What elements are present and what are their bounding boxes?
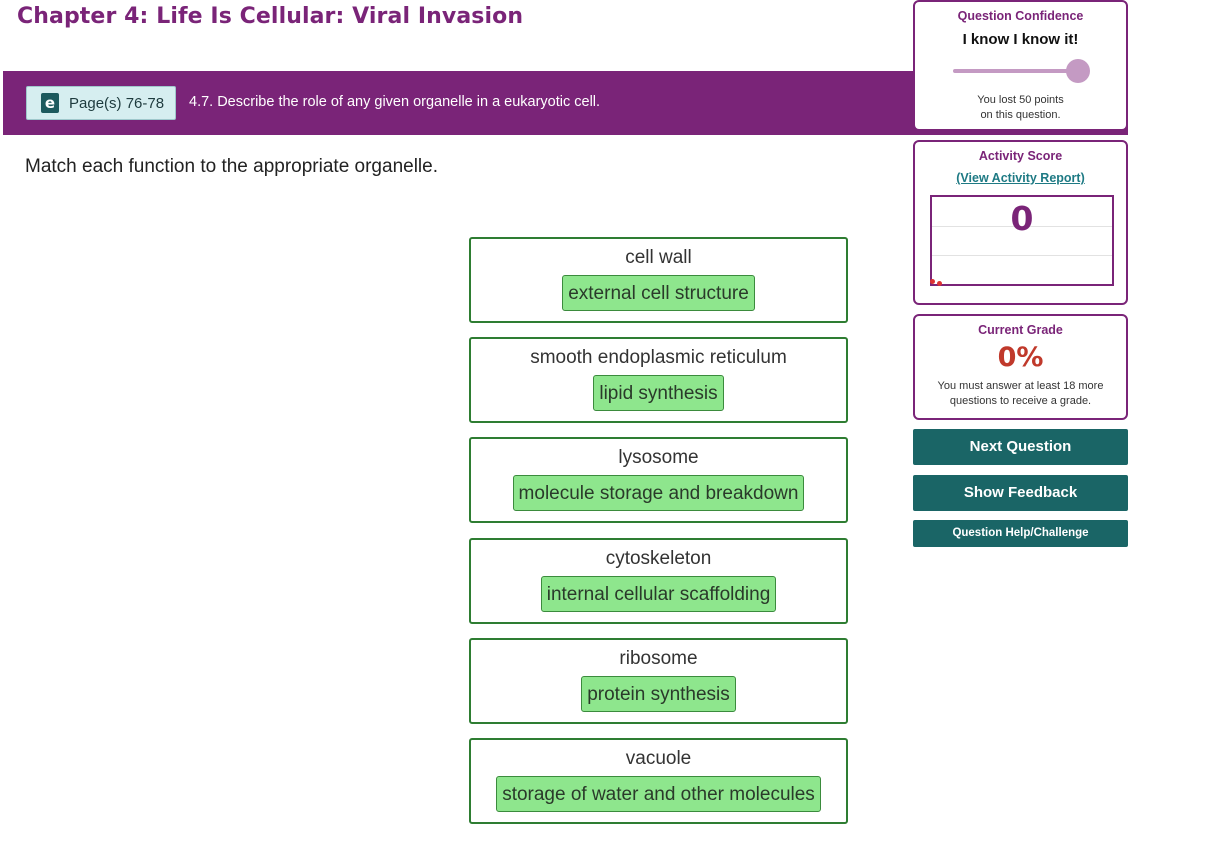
points-lost-line1: You lost 50 points xyxy=(977,94,1064,106)
function-chip[interactable]: internal cellular scaffolding xyxy=(540,576,777,612)
match-target-lysosome[interactable]: lysosome molecule storage and breakdown xyxy=(469,437,848,523)
organelle-label: smooth endoplasmic reticulum xyxy=(530,347,787,368)
activity-score-title: Activity Score xyxy=(978,149,1063,163)
ebook-pages-label: Page(s) 76-78 xyxy=(69,94,165,112)
match-target-cell-wall[interactable]: cell wall external cell structure xyxy=(469,237,848,323)
organelle-label: vacuole xyxy=(625,748,692,769)
match-target-cytoskeleton[interactable]: cytoskeleton internal cellular scaffoldi… xyxy=(469,538,848,624)
activity-score-graph: 0 xyxy=(930,195,1114,286)
current-grade-panel: Current Grade 0% You must answer at leas… xyxy=(913,314,1128,420)
graph-gridline xyxy=(932,255,1112,256)
function-chip[interactable]: external cell structure xyxy=(562,275,755,311)
question-confidence-panel: Question Confidence I know I know it! Yo… xyxy=(913,0,1128,131)
function-chip[interactable]: protein synthesis xyxy=(581,676,736,712)
points-lost-line2: on this question. xyxy=(980,109,1061,121)
learning-objective: 4.7. Describe the role of any given orga… xyxy=(189,94,601,110)
ebook-icon: e xyxy=(41,93,59,113)
points-lost-message: You lost 50 points on this question. xyxy=(915,93,1126,123)
graph-gridline xyxy=(932,226,1112,227)
question-prompt: Match each function to the appropriate o… xyxy=(25,156,438,177)
chapter-title: Chapter 4: Life Is Cellular: Viral Invas… xyxy=(17,4,524,29)
activity-score-value: 0 xyxy=(1010,199,1034,238)
current-grade-value: 0% xyxy=(997,342,1044,373)
organelle-label: cytoskeleton xyxy=(605,548,712,569)
graph-point xyxy=(937,281,942,286)
confidence-value: I know I know it! xyxy=(962,31,1079,48)
confidence-title: Question Confidence xyxy=(957,9,1084,23)
show-feedback-button[interactable]: Show Feedback xyxy=(913,475,1128,511)
grade-message-line2: questions to receive a grade. xyxy=(949,395,1092,407)
activity-score-panel: Activity Score (View Activity Report) 0 xyxy=(913,140,1128,305)
question-help-button[interactable]: Question Help/Challenge xyxy=(913,520,1128,547)
organelle-label: ribosome xyxy=(619,648,698,669)
confidence-slider-track[interactable] xyxy=(953,69,1088,73)
function-chip[interactable]: lipid synthesis xyxy=(593,375,724,411)
next-question-button[interactable]: Next Question xyxy=(913,429,1128,465)
function-chip[interactable]: molecule storage and breakdown xyxy=(512,475,805,511)
grade-message-line1: You must answer at least 18 more xyxy=(937,380,1104,392)
organelle-label: lysosome xyxy=(618,447,699,468)
confidence-slider-thumb[interactable] xyxy=(1066,59,1090,83)
function-chip[interactable]: storage of water and other molecules xyxy=(496,776,821,812)
match-target-smooth-er[interactable]: smooth endoplasmic reticulum lipid synth… xyxy=(469,337,848,423)
match-target-ribosome[interactable]: ribosome protein synthesis xyxy=(469,638,848,724)
match-target-vacuole[interactable]: vacuole storage of water and other molec… xyxy=(469,738,848,824)
grade-requirement-message: You must answer at least 18 more questio… xyxy=(915,379,1126,409)
ebook-pages-button[interactable]: e Page(s) 76-78 xyxy=(26,86,176,120)
graph-point xyxy=(930,279,935,284)
view-activity-report-link[interactable]: (View Activity Report) xyxy=(956,171,1085,185)
current-grade-title: Current Grade xyxy=(978,323,1063,337)
organelle-label: cell wall xyxy=(625,247,692,268)
